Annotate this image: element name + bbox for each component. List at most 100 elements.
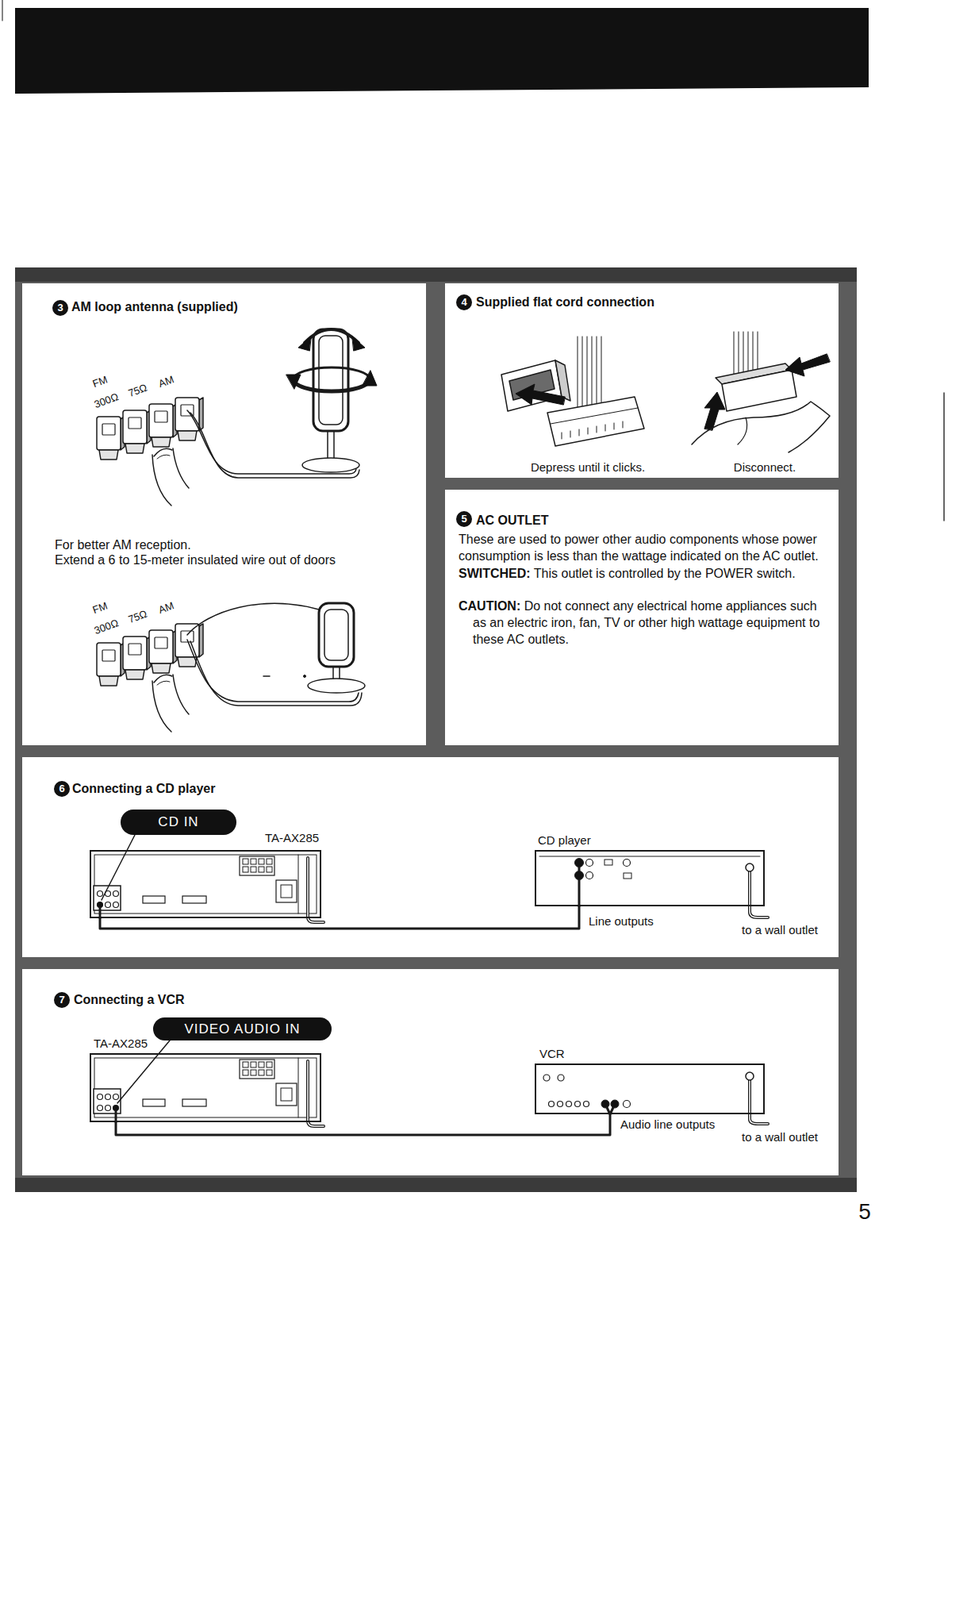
device-label: CD player [537, 832, 592, 849]
side-divider [298, 1057, 300, 1117]
text-slot: CD IN [157, 813, 199, 830]
ribbon-wire [738, 331, 740, 380]
text-slot: CD player [537, 832, 592, 849]
instruction-panel: AC OUTLETThese are used to power other a… [445, 489, 839, 745]
rca-jack [113, 901, 119, 908]
speaker-terminal [258, 1069, 265, 1075]
frame-band [15, 1177, 857, 1192]
body-text: Extend a 6 to 15-meter insulated wire ou… [54, 552, 420, 568]
antenna-terminal [122, 636, 147, 670]
break-mark [263, 675, 270, 677]
side-divider [298, 854, 300, 914]
text-slot: TA-AX285 [264, 830, 319, 846]
text-slot: VCR [539, 1046, 565, 1062]
rca-jack [97, 890, 104, 897]
jack [586, 871, 594, 879]
terminal-lever [125, 443, 145, 453]
body-text: These are used to power other audio comp… [458, 530, 824, 565]
arrowhead [298, 336, 311, 351]
text-slot: AC OUTLET [475, 512, 549, 529]
terminal-slot [102, 649, 116, 661]
panel-ground [445, 283, 839, 478]
pill-text: CD IN [157, 813, 199, 830]
label-slot: 3 [52, 299, 69, 316]
loop-antenna-inner [324, 609, 349, 661]
input-callout-pill: VIDEO AUDIO IN [153, 1017, 332, 1041]
ribbon-wire [596, 336, 598, 409]
rotation-arrow [293, 379, 370, 392]
text-slot: CAUTION: Do not connect any electrical h… [458, 597, 824, 648]
jack [543, 1074, 550, 1081]
antenna-terminal [96, 416, 121, 450]
switch [623, 872, 632, 879]
instruction-panel: Connecting a CD playerTA-AX285CD INCD pl… [22, 756, 839, 957]
panel-heading: Supplied flat cord connection [475, 294, 655, 311]
power-cord-core [307, 857, 324, 922]
ribbon-wire [577, 336, 579, 409]
fingernail [157, 680, 170, 685]
ribbon-wire [601, 336, 603, 409]
jack [586, 859, 594, 867]
finger [152, 454, 172, 506]
jack [566, 1101, 572, 1107]
label-slot: to a wall outlet [741, 922, 818, 937]
push-arrow [515, 383, 565, 405]
plug-contact [605, 424, 607, 431]
cable [578, 862, 581, 906]
ac-outlet-face [280, 1087, 292, 1101]
rca-jack [575, 871, 584, 880]
label-slot: 5 [456, 510, 473, 527]
page-number: 5 [858, 1197, 872, 1225]
model-label: TA-AX285 [264, 830, 319, 846]
rca-jack [575, 858, 584, 868]
speaker-terminal [250, 866, 257, 872]
break-dot [303, 675, 307, 678]
speaker-terminal [266, 866, 273, 872]
terminal-lever [177, 430, 197, 441]
speaker-terminals [239, 855, 275, 876]
terminal-lever [125, 669, 145, 680]
terminal-slot [154, 410, 168, 423]
speaker-terminal [258, 866, 265, 872]
panel-ground [22, 283, 427, 745]
ribbon-wire [582, 336, 584, 409]
antenna-wire [190, 412, 360, 478]
finger [172, 448, 189, 488]
panel-heading: AC OUTLET [475, 512, 549, 529]
terminal-lever [151, 663, 171, 673]
terminal-lever [99, 449, 119, 460]
rca-jack [113, 890, 119, 897]
terminal-slot [154, 637, 168, 649]
rca-jack [601, 1099, 610, 1108]
pull-arrow [704, 391, 726, 430]
terminal-lever [99, 675, 119, 686]
jack-label: Line outputs [588, 913, 654, 929]
antenna-terminal [122, 410, 147, 444]
text-rest: This outlet is controlled by the POWER s… [530, 566, 796, 580]
terminal-lever [177, 656, 197, 667]
instruction-panel: AM loop antenna (supplied)For better AM … [22, 283, 427, 745]
leader-line [101, 834, 135, 900]
power-cord-core [307, 1060, 324, 1126]
rca-jack [113, 1105, 119, 1111]
label-slot: Audio line outputs [620, 1116, 715, 1132]
tilt-arrow [304, 329, 359, 343]
arrowhead [362, 370, 377, 386]
ac-outlet [276, 1082, 297, 1106]
rca-jack [97, 1105, 104, 1111]
outdoor-wire [187, 602, 319, 635]
slot [142, 895, 166, 903]
frame [15, 267, 857, 1192]
speaker-terminal [266, 1069, 273, 1075]
rca-jack [610, 1099, 619, 1108]
margin-mark [1, 0, 3, 21]
terminal-slot [102, 423, 116, 435]
text-slot: Connecting a VCR [73, 991, 185, 1008]
power-cord [307, 1060, 324, 1126]
label-slot: 7 [53, 991, 70, 1008]
jack [583, 1101, 590, 1107]
rca-jack [97, 1093, 104, 1100]
hand-outline [691, 401, 830, 453]
